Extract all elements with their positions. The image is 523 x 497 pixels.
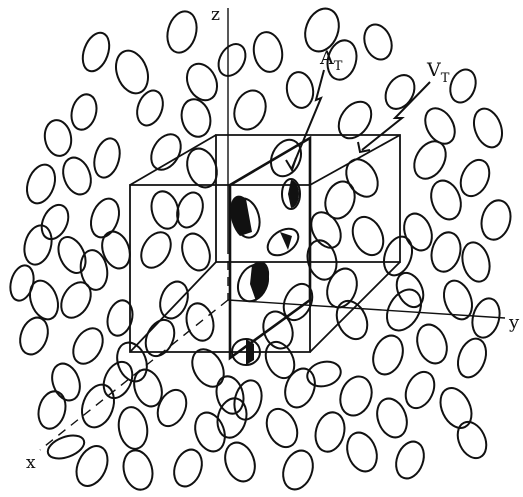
x-axis-label: x: [26, 453, 36, 473]
particle: [284, 70, 316, 110]
particle: [68, 92, 100, 133]
particle: [458, 239, 493, 284]
particle: [261, 404, 303, 452]
particle: [260, 337, 300, 382]
particle: [58, 154, 95, 199]
particle: [42, 118, 74, 158]
particle: [477, 197, 514, 243]
particle: [76, 380, 119, 432]
particle: [335, 372, 377, 420]
particle: [453, 335, 491, 381]
particle: [368, 331, 408, 378]
particle: [399, 210, 436, 255]
particle: [360, 21, 397, 64]
particle: [129, 366, 166, 411]
particle: [116, 405, 151, 451]
particle: [47, 360, 84, 405]
sectioned-particle: [282, 179, 300, 209]
particle: [469, 105, 507, 151]
annotation-pointers: [286, 70, 430, 170]
particle: [90, 136, 124, 181]
particle: [265, 135, 306, 181]
particle: [15, 314, 52, 359]
particle: [152, 385, 192, 430]
particle: [229, 86, 271, 134]
particle: [20, 222, 55, 267]
sectioned-particle: [263, 223, 303, 261]
particle: [7, 263, 38, 303]
particle: [78, 29, 114, 75]
cube-front-face: [130, 185, 310, 352]
particle: [331, 296, 373, 344]
particle: [412, 320, 452, 367]
particle: [163, 8, 201, 56]
particle: [178, 96, 215, 140]
particle: [332, 96, 378, 145]
area-label: AT: [319, 47, 343, 74]
y-axis: [228, 300, 505, 318]
x-axis: [40, 300, 228, 450]
particle: [400, 367, 440, 412]
particle: [304, 358, 343, 390]
particle: [25, 277, 63, 323]
volume-pointer: [362, 82, 430, 150]
particle: [280, 364, 320, 411]
area-label-subscript: T: [334, 59, 343, 74]
particle: [230, 377, 265, 422]
particle: [220, 438, 260, 485]
particle: [104, 298, 136, 339]
particle: [347, 212, 389, 260]
particle: [305, 207, 347, 253]
particle: [70, 441, 113, 491]
particle: [427, 229, 464, 275]
area-label-main: A: [319, 47, 334, 69]
particle: [110, 46, 153, 98]
particle: [35, 388, 70, 431]
volume-label-subscript: T: [441, 71, 450, 86]
particle: [55, 277, 97, 323]
area-pointer-tip: [286, 158, 296, 170]
z-axis-label: z: [211, 5, 220, 25]
particle: [135, 227, 177, 273]
area-pointer: [292, 70, 324, 168]
sectioned-particle: [232, 260, 273, 306]
cube-edge-top-right: [310, 135, 400, 185]
particle: [213, 373, 248, 416]
particle: [181, 59, 222, 105]
particle: [53, 233, 91, 278]
particle: [213, 39, 251, 80]
particle: [173, 189, 208, 231]
particle: [145, 129, 187, 175]
particle: [342, 428, 382, 475]
particle: [311, 409, 348, 455]
particle: [446, 66, 480, 106]
particle: [434, 383, 477, 433]
particle: [22, 161, 60, 207]
particle: [340, 154, 384, 203]
particle: [186, 344, 230, 393]
particle: [190, 408, 230, 455]
volume-label-main: V: [426, 59, 441, 81]
volume-pointer-tip: [358, 142, 370, 152]
particle: [320, 177, 359, 222]
particle: [452, 417, 492, 462]
particle: [278, 446, 318, 493]
cutting-plane: [230, 138, 310, 358]
y-axis-label: y: [508, 312, 520, 333]
sectioned-particle: [228, 195, 263, 240]
particle: [119, 447, 156, 493]
particle: [169, 446, 206, 491]
particle: [380, 70, 421, 114]
particle: [67, 323, 109, 369]
particle: [251, 30, 286, 74]
particle: [379, 233, 417, 279]
cube-edge-top-left: [130, 135, 216, 185]
particle: [455, 155, 495, 200]
particle: [177, 230, 214, 275]
particle: [391, 438, 428, 483]
